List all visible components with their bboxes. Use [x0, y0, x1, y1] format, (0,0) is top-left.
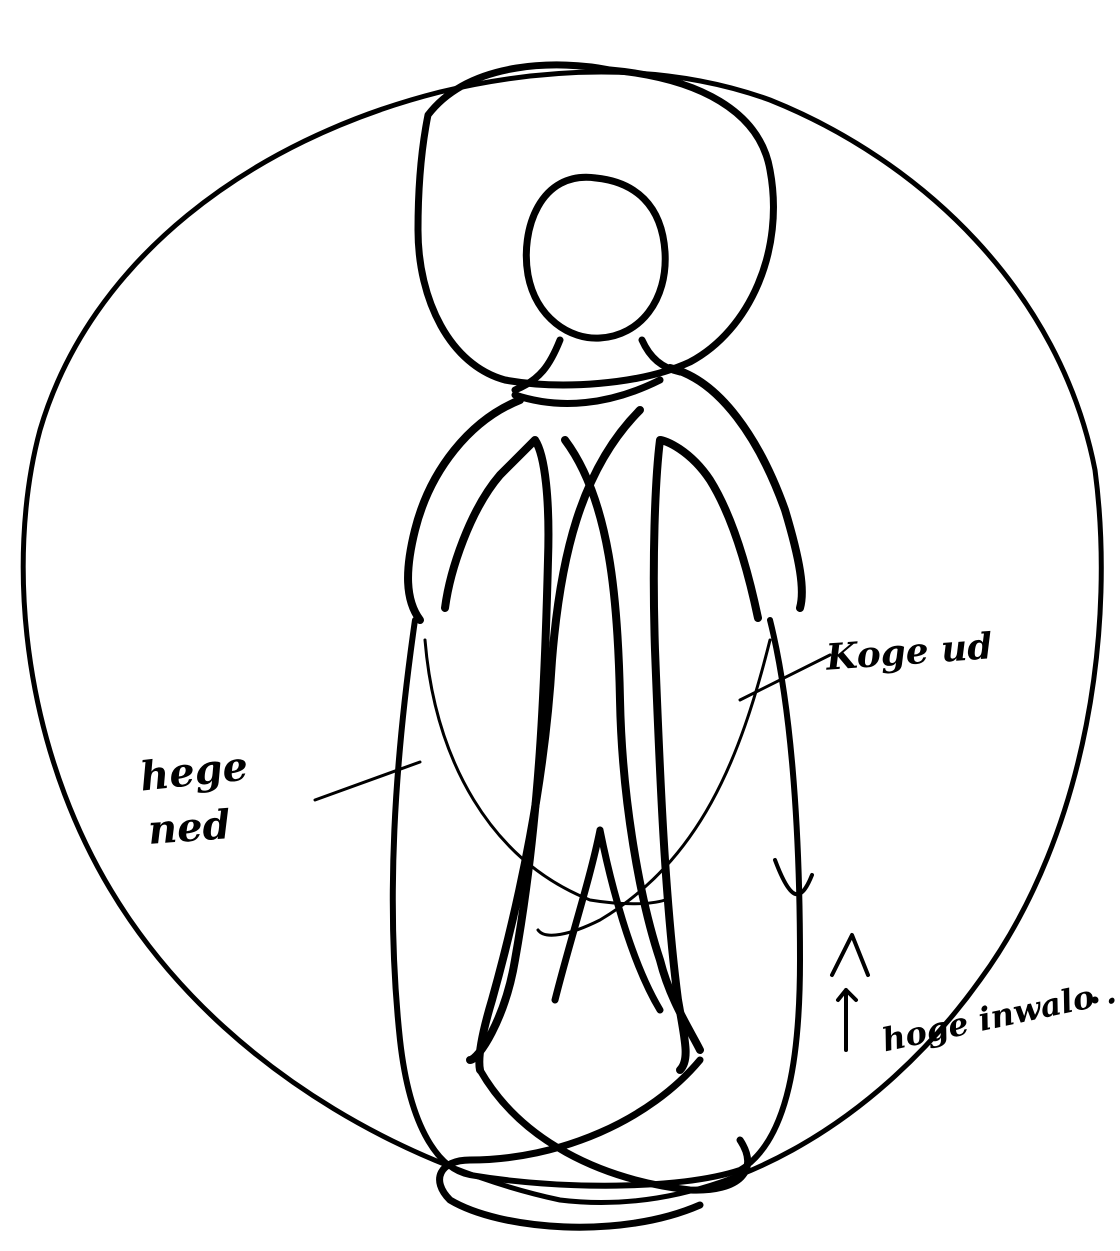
arrow-head-icon — [832, 935, 868, 975]
body-outline — [408, 400, 548, 1060]
label-left-line2: ned — [147, 805, 232, 851]
label-left-line1: hege — [138, 746, 250, 797]
tick-mark — [775, 860, 812, 894]
leg-inner — [555, 830, 660, 1010]
head-circle — [526, 177, 665, 338]
pointer-left — [315, 762, 420, 800]
body-outline-right — [654, 368, 802, 1070]
capsule — [393, 620, 800, 1186]
label-right: Koge ud — [825, 628, 994, 676]
arrow-up-icon — [838, 990, 856, 1050]
